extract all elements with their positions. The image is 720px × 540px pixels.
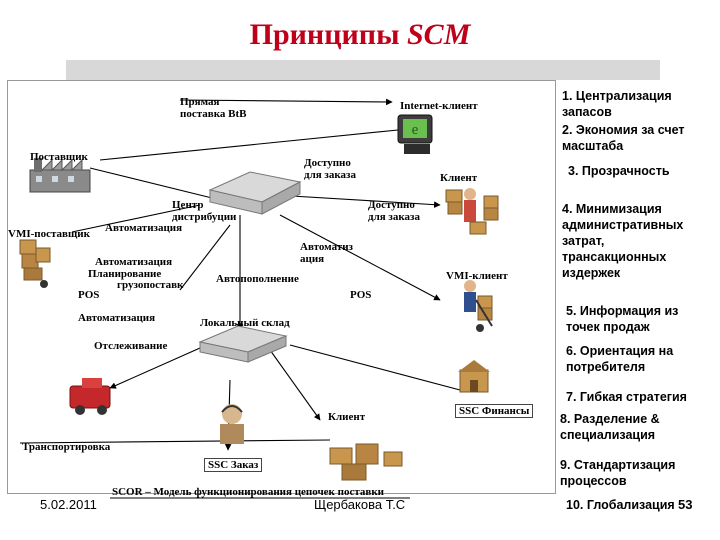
distribution-center-icon <box>208 171 302 215</box>
label-shipments: грузопоставк <box>117 279 184 291</box>
principle-3: 3. Прозрачность <box>568 164 670 178</box>
principle-5: 5. Информация из точек продаж <box>566 304 679 334</box>
label-transport: Транспортировка <box>22 441 111 453</box>
label-local-warehouse: Локальный склад <box>200 317 290 329</box>
client-with-boxes-icon <box>445 188 499 235</box>
label-pos-right: POS <box>350 289 372 301</box>
footer-author: Щербакова Т.С <box>314 497 406 512</box>
label-automation-3: Автоматизация <box>95 256 173 268</box>
page-title: Принципы SCM <box>0 18 720 52</box>
label-ssc-finance: SSC Финансы <box>455 404 534 418</box>
label-auto-replenish: Автопополнение <box>216 273 299 285</box>
label-client-top: Клиент <box>440 172 478 184</box>
label-tracking: Отслеживание <box>94 340 168 352</box>
local-warehouse-icon <box>198 325 288 363</box>
computer-icon: e <box>397 114 433 154</box>
shop-icon <box>458 360 490 393</box>
arrow-ssc-finance <box>289 344 461 391</box>
title-scm: SCM <box>407 18 471 51</box>
footer-date: 5.02.2011 <box>40 497 97 512</box>
label-automation-1: Автоматизация <box>105 222 183 234</box>
label-automation-4: Автоматизация <box>78 312 156 324</box>
label-scor: SCOR – Модель функционирования цепочек п… <box>112 486 385 498</box>
principle-8: 8. Разделение & специализация <box>560 412 660 442</box>
arrow-planning <box>179 224 231 291</box>
arrow-warehouse-client <box>269 349 321 421</box>
label-client-bottom: Клиент <box>328 411 366 423</box>
label-pos-left: POS <box>78 289 100 301</box>
label-ssc-order: SSC Заказ <box>204 458 263 472</box>
principle-4: 4. Минимизация административных затрат, … <box>562 202 684 280</box>
principle-2: 2. Экономия за счет масштаба <box>562 123 685 153</box>
arrow-direct-delivery <box>179 98 393 106</box>
label-planning: Планирование <box>88 268 162 280</box>
operator-icon <box>220 404 244 444</box>
order-boxes-icon <box>329 443 403 481</box>
vmi-supplier-boxes-icon <box>19 239 51 288</box>
arrow-supplier-internet <box>99 129 399 161</box>
arrow-warehouse-transport <box>109 347 201 389</box>
svg-text:e: e <box>412 122 419 138</box>
label-vmi-supplier: VMI-поставщик <box>8 228 90 240</box>
arrow-vmi-dc <box>71 204 201 233</box>
vmi-client-worker-icon <box>464 280 493 332</box>
footer-page-number: 53 <box>678 497 693 512</box>
principle-1: 1. Централизация запасов <box>562 89 672 119</box>
title-main: Принципы <box>249 18 400 51</box>
factory-icon <box>29 158 91 193</box>
arrow-dc-vmi-client <box>279 214 441 301</box>
label-supplier: Поставщик <box>30 151 88 163</box>
truck-icon <box>69 378 111 415</box>
principle-9: 9. Стандартизация процессов <box>560 458 676 488</box>
arrow-supplier-dc <box>89 167 213 199</box>
principle-10: 10. Глобализация <box>566 498 675 512</box>
arrow-dc-client <box>274 194 441 208</box>
principle-7: 7. Гибкая стратегия <box>566 390 687 404</box>
label-internet-client: Internet-клиент <box>400 100 478 112</box>
header-bar <box>66 60 660 80</box>
principle-6: 6. Ориентация на потребителя <box>566 344 674 374</box>
label-vmi-client: VMI-клиент <box>446 270 508 282</box>
arrow-transport-line <box>19 439 331 444</box>
